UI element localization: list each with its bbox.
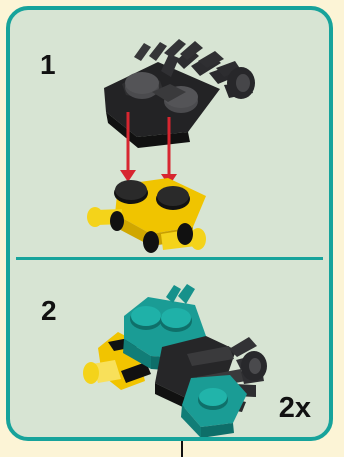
section-divider (16, 257, 323, 260)
step2-quantity-label: 2x (279, 394, 311, 423)
instruction-panel: 1 2 2x (6, 6, 333, 441)
illustration-canvas (10, 10, 333, 441)
bottom-stem (181, 441, 183, 457)
step-number-2: 2 (41, 297, 57, 325)
step1-yellow-plate-with-bars-icon (87, 178, 206, 253)
step2-claw-assembly-icon (83, 284, 267, 438)
step-number-1: 1 (40, 51, 56, 79)
